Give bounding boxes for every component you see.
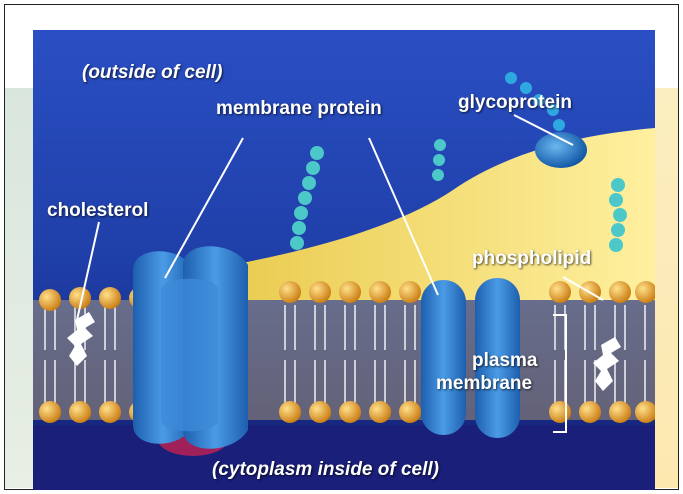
glycoprotein-molecule	[535, 132, 587, 168]
cytoplasm-label: (cytoplasm inside of cell)	[212, 459, 439, 481]
glycoprotein-label: glycoprotein	[458, 92, 572, 114]
right-tint-panel	[652, 88, 678, 488]
membrane-protein-label: membrane protein	[216, 98, 382, 120]
phospholipid-label: phospholipid	[472, 248, 591, 270]
plasma-label: plasma	[472, 350, 537, 372]
outside-of-cell-label: (outside of cell)	[82, 62, 222, 84]
membrane-protein-left	[133, 246, 248, 449]
left-tint-panel	[5, 88, 33, 488]
membrane-label: membrane	[436, 373, 532, 395]
cholesterol-label: cholesterol	[47, 200, 148, 222]
